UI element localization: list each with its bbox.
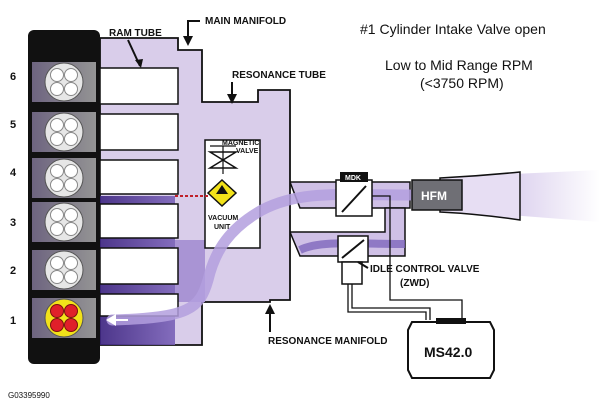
ram-tube-3 [99,203,179,239]
cylinder-4 [32,158,96,198]
mdk-label: MDK [345,175,361,182]
main-manifold-arrow [187,20,200,40]
cylinder-6 [32,62,96,102]
cylinder-1 [32,298,96,338]
cylinder-bore-4 [44,158,84,198]
valve-5-2 [64,118,78,132]
resonance-manifold-label: RESONANCE MANIFOLD [268,336,387,347]
cylinder-number-2: 2 [10,265,16,277]
valve-5-3 [50,132,64,146]
valve-3-2 [64,208,78,222]
mdk-throttle-plate [341,185,367,213]
cylinder-bore-3 [44,202,84,242]
unit-label: UNIT [214,224,231,231]
diagram-rpm-range: (<3750 RPM) [420,75,504,91]
ecu-label: MS42.0 [424,344,472,360]
cylinder-5 [32,112,96,152]
main-manifold-label: MAIN MANIFOLD [205,16,286,27]
cylinder-number-3: 3 [10,217,16,229]
valve-3-3 [50,222,64,236]
mdk-actuator [340,172,368,182]
airflow-arrow-icon [106,314,116,326]
valve-6-2 [64,68,78,82]
resonance-manifold-arrowhead-icon [265,304,275,314]
idle-valve-plate [341,239,365,259]
valve-5-4 [64,132,78,146]
cylinder-bore-6 [44,62,84,102]
valve-1-2 [64,304,78,318]
cylinder-number-5: 5 [10,119,16,131]
vacuum-label: VACUUM [208,215,238,222]
airflow-region-2 [175,240,205,302]
ram-tube-6 [99,67,179,105]
ram-tube-5 [99,113,179,151]
valve-6-3 [50,82,64,96]
ecu-module [407,321,495,379]
hfm-label: HFM [421,189,447,203]
ram-tube-label: RAM TUBE [109,28,162,39]
zwd-label: (ZWD) [400,278,429,289]
valve-4-2 [64,164,78,178]
idle-valve-actuator [341,261,363,285]
ram-tube-arrowhead-icon [135,59,143,68]
figure-reference: G03395990 [8,391,50,400]
magnetic-valve [207,145,239,174]
cylinder-bore-5 [44,112,84,152]
valve-3-1 [50,208,64,222]
idle-valve-arrow [357,261,369,269]
cylinder-bore-2 [44,250,84,290]
cylinder-number-6: 6 [10,71,16,83]
ram-tubes [99,67,179,317]
valve-1-4 [64,318,78,332]
wire-idle [351,284,431,320]
main-manifold-arrowhead-icon [183,36,193,46]
valve-6-1 [50,68,64,82]
cylinder-2 [32,250,96,290]
valve-label-2: VALVE [236,148,259,155]
ram-tube-4 [99,159,179,195]
valve-1-1 [50,304,64,318]
cylinders [32,62,96,338]
diagram-subtitle: Low to Mid Range RPM [385,57,533,73]
valve-4-4 [64,178,78,192]
cylinder-3 [32,202,96,242]
cylinder-bore-1 [44,298,84,338]
airflow-path [106,188,416,326]
resonance-tube-arrowhead-icon [227,94,237,104]
wire-idle-2 [347,284,427,320]
wire-mdk [372,195,463,320]
idle-control-valve-label: IDLE CONTROL VALVE [370,264,480,275]
resonance-tube-label: RESONANCE TUBE [232,70,326,81]
cylinder-number-4: 4 [10,167,17,179]
diagram-title: #1 Cylinder Intake Valve open [360,21,546,37]
valve-4-1 [50,164,64,178]
valve-6-4 [64,82,78,96]
ram-tube-2 [99,247,179,285]
valve-5-1 [50,118,64,132]
magnetic-label: MAGNETIC [222,140,259,147]
valve-2-3 [50,270,64,284]
valve-1-3 [50,318,64,332]
valve-2-2 [64,256,78,270]
ecu-connector [436,318,466,324]
valve-2-4 [64,270,78,284]
valve-3-4 [64,222,78,236]
cylinder-number-1: 1 [10,315,16,327]
hfm-sensor [411,179,463,211]
vacuum-arrow-icon [216,185,228,194]
valve-2-1 [50,256,64,270]
valve-4-3 [50,178,64,192]
